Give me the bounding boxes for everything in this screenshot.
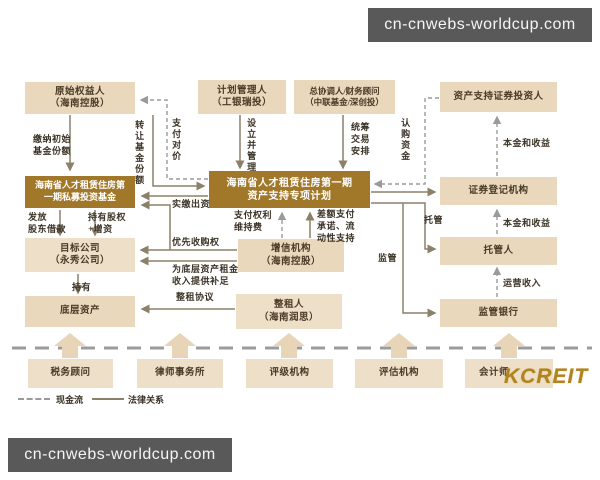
edge-label-hold-equity: 持有股权 +增资 <box>88 212 127 235</box>
watermark-top: cn-cnwebs-worldcup.com <box>368 8 592 42</box>
edge-label-paid-in-capital: 实缴出资 <box>172 199 211 209</box>
node-special-plan: 海南省人才租赁住房第一期 资产支持专项计划 <box>209 171 370 208</box>
edge-label-transfer-fund-shares: 转让基金份额 <box>134 120 145 186</box>
node-supervising-bank: 监管银行 <box>440 299 557 327</box>
edge-label-rights-fee: 支付权利 维持费 <box>234 210 273 233</box>
node-appraisal-agency: 评估机构 <box>355 359 443 388</box>
node-coordinator: 总协调人/财务顾问 （中联基金/深创投） <box>294 80 395 114</box>
node-registry: 证券登记机构 <box>440 177 557 205</box>
node-plan-manager: 计划管理人 （工银瑞投） <box>198 80 286 114</box>
edge-label-pay-consideration: 支付对价 <box>171 118 182 162</box>
edge-label-principal-income-mid: 本金和收益 <box>503 218 551 228</box>
edge-label-coordinate-arrange: 统筹 交易 安排 <box>351 122 371 157</box>
edge-label-priority-purchase: 优先收购权 <box>172 237 220 247</box>
node-credit-enhancer: 增信机构 （海南控股） <box>238 239 344 272</box>
watermark-bottom: cn-cnwebs-worldcup.com <box>8 438 232 472</box>
edge-label-supervision: 监管 <box>378 253 398 263</box>
edge-label-principal-income-top: 本金和收益 <box>503 138 551 148</box>
edge-label-rent-supplement: 为底层资产租金 收入提供补足 <box>172 264 239 287</box>
kcreit-logo: KCREIT <box>504 365 589 388</box>
node-underlying-assets: 底层资产 <box>25 296 135 327</box>
legend-solid-line-sample <box>92 398 124 400</box>
edge-label-operating-income: 运营收入 <box>503 278 542 288</box>
edge-label-master-lease: 整租协议 <box>176 292 215 302</box>
edge-label-shareholder-loan: 发放 股东借款 <box>28 212 67 235</box>
node-original-owner: 原始权益人 （海南控股） <box>25 82 135 114</box>
node-private-fund: 海南省人才租赁住房第 一期私募投资基金 <box>25 176 135 208</box>
edge-label-setup-manage: 设立并管理 <box>246 118 257 173</box>
edge-label-hold: 持有 <box>72 282 92 292</box>
legend-cash-flow-label: 现金流 <box>56 395 84 405</box>
edge-label-custody: 托管 <box>424 215 444 225</box>
edge-label-subscription-funds: 认购资金 <box>400 118 411 162</box>
node-investors: 资产支持证券投资人 <box>440 82 557 112</box>
node-target-company: 目标公司 （永秀公司） <box>25 238 135 272</box>
node-rating-agency: 评级机构 <box>246 359 333 388</box>
node-tax-advisor: 税务顾问 <box>28 359 113 388</box>
edge-label-pay-initial-shares: 缴纳初始 基金份额 <box>33 134 72 157</box>
node-master-lessee: 整租人 （海南润思） <box>236 294 342 329</box>
node-custodian: 托管人 <box>440 237 557 265</box>
edge-label-shortfall-support: 差额支付 承诺、流 动性支持 <box>317 209 356 244</box>
node-accountant: 会计师 <box>465 359 553 388</box>
legend-dashed-line-sample <box>18 398 50 400</box>
legend-legal-relation-label: 法律关系 <box>128 395 165 405</box>
node-law-firm: 律师事务所 <box>137 359 223 388</box>
